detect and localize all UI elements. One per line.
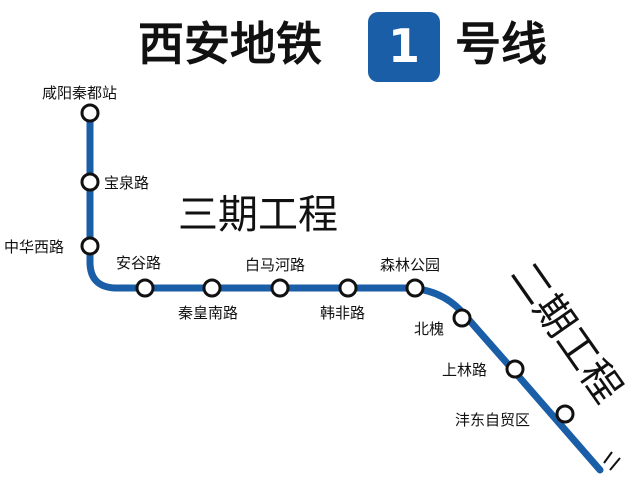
station-dot[interactable]: [452, 308, 472, 328]
station-北槐[interactable]: 北槐: [414, 308, 472, 338]
station-dot[interactable]: [338, 278, 358, 298]
line-continuation: [603, 451, 621, 471]
line-number-badge: [368, 12, 440, 82]
station-dot[interactable]: [80, 172, 100, 192]
station-label: 森林公园: [380, 256, 440, 274]
line-number: 1: [388, 19, 420, 73]
station-安谷路[interactable]: 安谷路: [116, 254, 161, 298]
station-label: 韩非路: [320, 304, 365, 322]
station-韩非路[interactable]: 韩非路: [320, 278, 365, 322]
station-dot[interactable]: [80, 236, 100, 256]
station-中华西路[interactable]: 中华西路: [4, 236, 100, 256]
station-label: 上林路: [442, 361, 487, 379]
station-dot[interactable]: [202, 278, 222, 298]
station-label: 宝泉路: [104, 174, 149, 192]
phase2-label: 二期工程: [501, 254, 630, 411]
station-label: 白马河路: [245, 256, 305, 274]
station-森林公园[interactable]: 森林公园: [380, 256, 440, 298]
map-title: 西安地铁 1 号线: [138, 12, 547, 82]
station-label: 秦皇南路: [178, 304, 238, 322]
station-宝泉路[interactable]: 宝泉路: [80, 172, 149, 192]
station-dot[interactable]: [405, 278, 425, 298]
station-dot[interactable]: [270, 278, 290, 298]
station-label: 咸阳秦都站: [42, 84, 117, 102]
phase3-label: 三期工程: [178, 192, 338, 238]
station-秦皇南路[interactable]: 秦皇南路: [178, 278, 238, 322]
title-prefix: 西安地铁: [138, 17, 322, 71]
station-沣东自贸区[interactable]: 沣东自贸区: [455, 404, 575, 429]
station-label: 北槐: [414, 320, 444, 338]
station-label: 安谷路: [116, 254, 161, 272]
station-dot[interactable]: [80, 103, 100, 123]
station-dot[interactable]: [505, 359, 525, 379]
title-suffix: 号线: [455, 17, 547, 71]
station-dot[interactable]: [135, 278, 155, 298]
station-咸阳秦都站[interactable]: 咸阳秦都站: [42, 84, 117, 123]
station-dot[interactable]: [555, 404, 575, 424]
station-上林路[interactable]: 上林路: [442, 359, 525, 379]
station-白马河路[interactable]: 白马河路: [245, 256, 305, 298]
station-label: 沣东自贸区: [455, 411, 530, 429]
metro-line-1-route: [86, 109, 604, 474]
station-label: 中华西路: [4, 238, 64, 256]
